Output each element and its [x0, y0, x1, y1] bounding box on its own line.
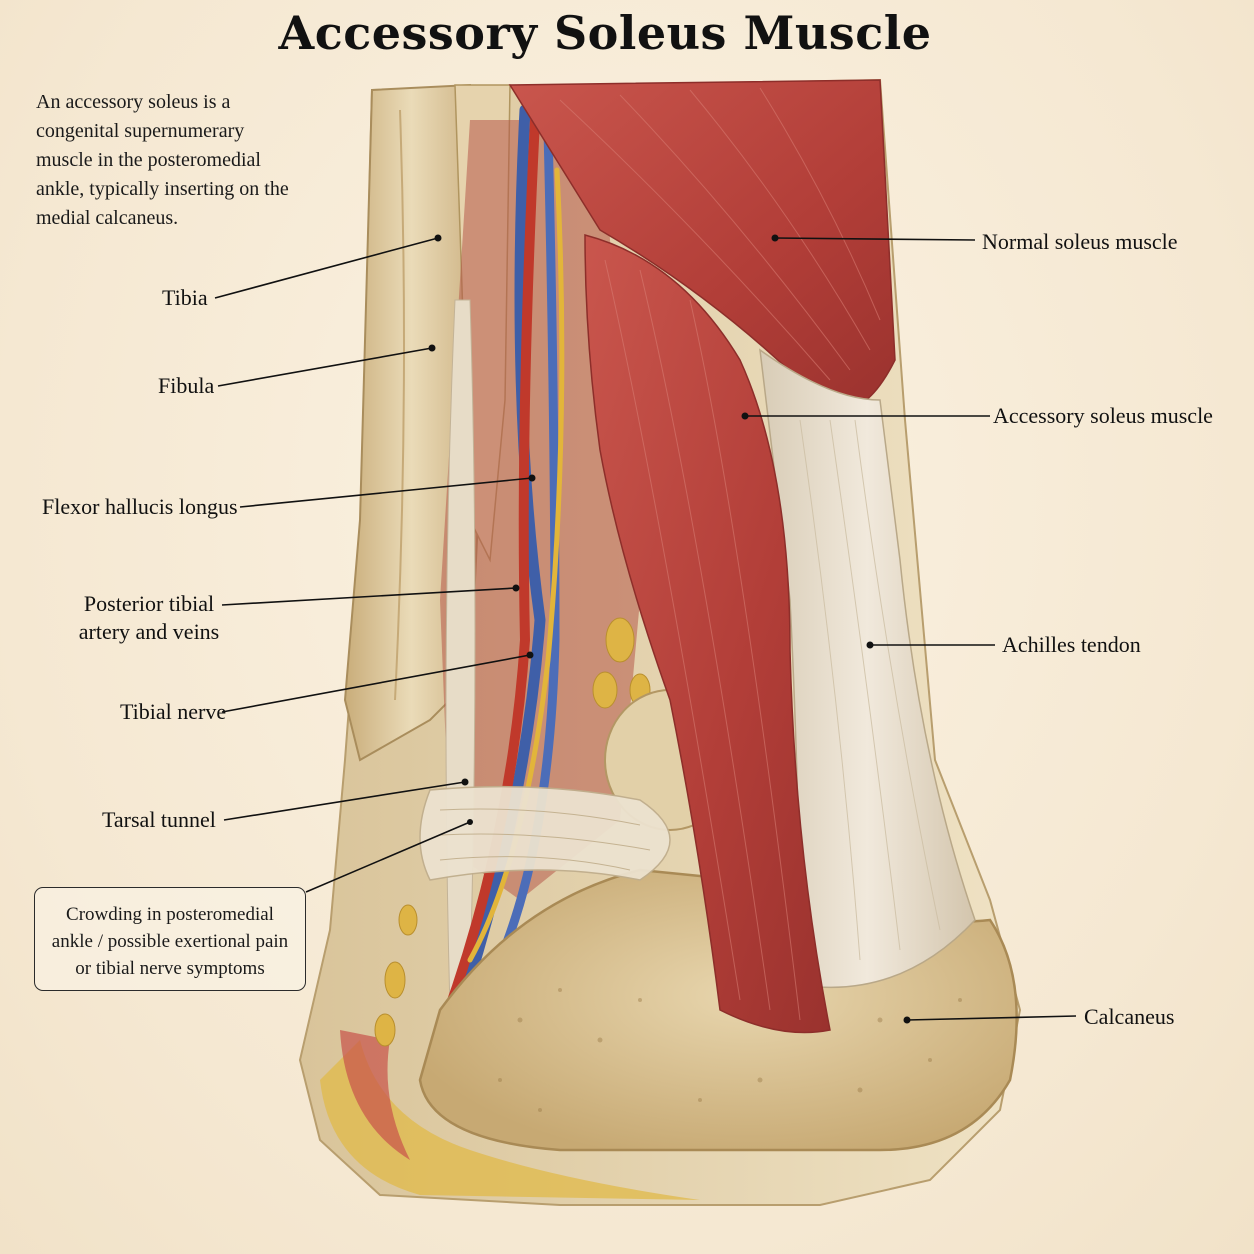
posterior-tibial-artery: [425, 115, 540, 1065]
leader-dots: [428, 234, 911, 1024]
fat-pad: [320, 1040, 700, 1200]
label-tibia: Tibia: [162, 285, 208, 310]
label-tarsal-tunnel: Tarsal tunnel: [102, 807, 216, 832]
label-achilles-tendon: Achilles tendon: [1002, 632, 1141, 657]
label-posterior-tibial-line1: Posterior tibial: [83, 591, 215, 616]
label-tibial-nerve: Tibial nerve: [120, 699, 227, 724]
label-calcaneus: Calcaneus: [1084, 1004, 1175, 1029]
posterior-tibial-vein: [444, 104, 546, 1046]
label-normal-soleus: Normal soleus muscle: [982, 229, 1178, 254]
flexor-retinaculum: [419, 785, 671, 881]
label-fibula: Fibula: [158, 373, 215, 398]
callout-box: Crowding in posteromedial ankle / possib…: [34, 887, 306, 991]
label-posterior-tibial: Posterior tibial artery and veins: [66, 590, 232, 646]
label-posterior-tibial-line2: artery and veins: [78, 619, 220, 644]
diagram-title: Accessory Soleus Muscle: [278, 6, 932, 60]
accessory-soleus: [584, 234, 831, 1034]
leader-lines: [214, 237, 1077, 1021]
label-accessory-soleus: Accessory soleus muscle: [993, 403, 1213, 428]
intro-text: An accessory soleus is a congenital supe…: [36, 91, 289, 229]
tibial-nerve-path: [467, 167, 565, 963]
label-flexor-hallucis-longus: Flexor hallucis longus: [42, 494, 238, 519]
